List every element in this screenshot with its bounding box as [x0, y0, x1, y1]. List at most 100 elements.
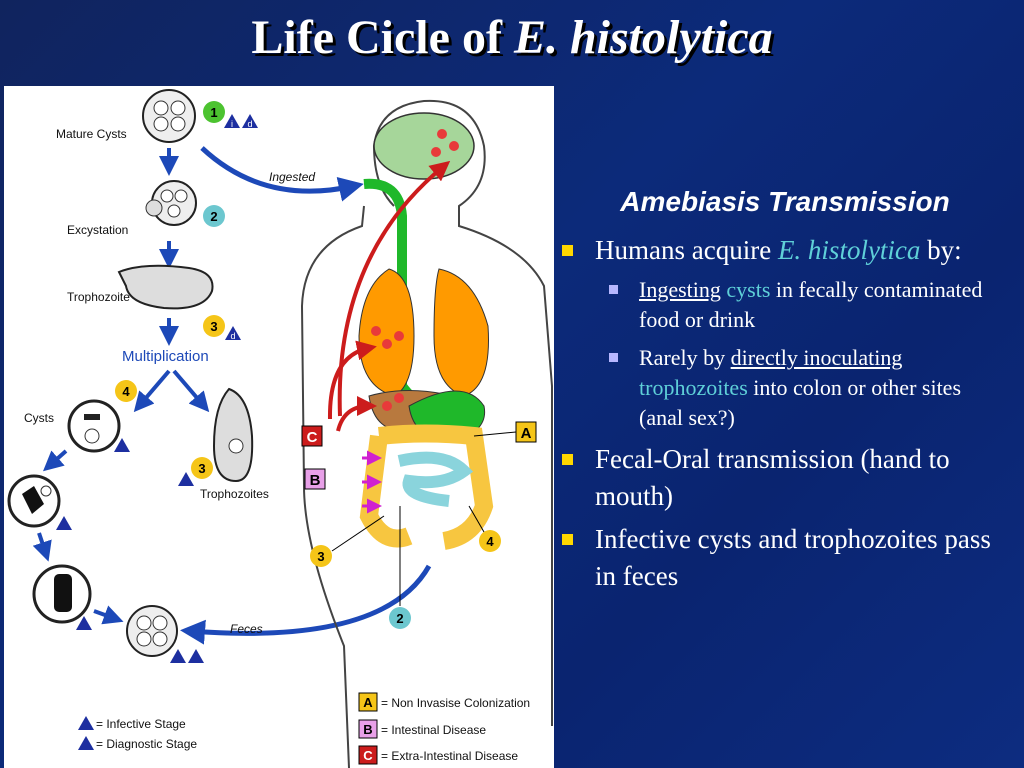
sub-bullet-inoculating: Rarely by directly inoculating trophozoi…	[595, 343, 1010, 433]
step-3-badge-mid: 3	[178, 457, 213, 486]
step-2-badge-body: 2	[389, 607, 411, 629]
bullet-humans-acquire: Humans acquire E. histolytica by: Ingest…	[560, 232, 1010, 433]
legend-C: C = Extra-Intestinal Disease	[358, 745, 518, 765]
legend-diagnostic-text: = Diagnostic Stage	[96, 737, 197, 751]
title-prefix: Life Cicle of	[251, 11, 514, 64]
lung-lesion-2	[382, 339, 392, 349]
bullet1-post: by:	[920, 235, 962, 265]
liver-lesion-1	[382, 401, 392, 411]
legend-infective: = Infective Stage	[78, 716, 186, 731]
bullet-infective-cysts: Infective cysts and trophozoites pass in…	[560, 521, 1010, 595]
life-cycle-svg: Mature Cysts 1 i d Ingested Excystation …	[7, 89, 553, 768]
label-mature-cysts: Mature Cysts	[56, 127, 127, 141]
legend-diagnostic: = Diagnostic Stage	[78, 736, 197, 751]
step-1-number: 1	[210, 105, 217, 120]
sub-bullet-list: Ingesting cysts in fecally contaminated …	[595, 275, 1010, 433]
step-1-badge: 1	[203, 101, 225, 123]
arrow-split-right	[172, 369, 210, 413]
liver-lesion-2	[394, 393, 404, 403]
legend-C-text: = Extra-Intestinal Disease	[381, 749, 518, 763]
legend-B-letter: B	[363, 722, 372, 737]
label-feces: Feces	[230, 622, 263, 636]
label-trophozoites: Trophozoites	[200, 487, 269, 501]
arrow-to-cyst2	[43, 449, 68, 472]
arrow-to-mature	[93, 605, 124, 625]
cyst2-diagnostic-icon	[56, 516, 72, 530]
step-3-badge-body: 3	[310, 545, 332, 567]
sub1-underlined: Ingesting	[639, 277, 721, 302]
step-2-number-body: 2	[396, 611, 403, 626]
step-4-number-body: 4	[486, 534, 494, 549]
bullet1-italic: E. histolytica	[777, 235, 921, 265]
life-cycle-diagram: Mature Cysts 1 i d Ingested Excystation …	[4, 86, 554, 768]
small-intestine	[397, 451, 474, 507]
slide-title: Life Cicle of E. histolytica	[0, 10, 1024, 65]
step-3-number-body: 3	[317, 549, 324, 564]
mature-cyst-bottom	[126, 605, 178, 657]
lung-lesion-1	[371, 326, 381, 336]
title-italic: E. histolytica	[513, 11, 773, 64]
step-3-leader	[331, 515, 385, 552]
box-B	[304, 468, 326, 490]
legend-A-text: = Non Invasise Colonization	[381, 696, 530, 710]
box-A-letter: A	[521, 425, 532, 442]
legend-B-text: = Intestinal Disease	[381, 723, 486, 737]
feces-arrow	[180, 564, 432, 645]
legend-infective-text: = Infective Stage	[96, 717, 186, 731]
box-C-letter: C	[307, 429, 318, 446]
step-4-badge-left: 4	[115, 380, 137, 402]
bullet-fecal-oral: Fecal-Oral transmission (hand to mouth)	[560, 441, 1010, 515]
box-A-leader	[473, 431, 517, 437]
step-4-badge-body: 4	[479, 530, 501, 552]
cyst-stage-2	[7, 474, 61, 528]
box-C	[301, 425, 323, 447]
step-2-badge: 2	[203, 205, 225, 227]
legend-C-letter: C	[363, 748, 373, 763]
arrow-split-left	[133, 369, 171, 413]
box-B-letter: B	[310, 472, 321, 489]
legend-A: A = Non Invasise Colonization	[358, 692, 530, 712]
diagnostic-icon: d	[247, 119, 252, 129]
bullet-list: Humans acquire E. histolytica by: Ingest…	[560, 232, 1010, 601]
sub2-pre: Rarely by	[639, 345, 731, 370]
arrow-to-liver	[336, 396, 377, 432]
lung-right	[433, 268, 489, 397]
excystation-cyst	[145, 180, 197, 226]
infective-icon: i	[231, 119, 233, 129]
brain-lesion-1	[437, 129, 447, 139]
step-3-number-mid: 3	[198, 461, 205, 476]
label-multiplication: Multiplication	[122, 348, 209, 365]
label-ingested: Ingested	[269, 170, 315, 184]
trophozoite-shape	[117, 264, 214, 310]
step-2-number: 2	[210, 209, 217, 224]
brain-lesion-2	[449, 141, 459, 151]
stage-icons-top: i d	[224, 114, 258, 129]
lung-lesion-3	[394, 331, 404, 341]
bullet1-pre: Humans acquire	[595, 235, 778, 265]
brain-lesion-3	[431, 147, 441, 157]
step-4-leader	[468, 505, 485, 533]
label-trophozoite: Trophozoite	[67, 290, 130, 304]
panel-heading: Amebiasis Transmission	[620, 186, 950, 217]
sub1-rest: in fecally contaminated food or drink	[639, 277, 983, 332]
sub2-highlight: trophozoites	[639, 375, 748, 400]
label-cysts: Cysts	[24, 411, 54, 425]
arrow-to-cyst3	[32, 532, 52, 562]
cyst-diagnostic-icon	[114, 438, 130, 452]
mature-infective-icon	[170, 649, 186, 663]
sub-bullet-ingesting: Ingesting cysts in fecally contaminated …	[595, 275, 1010, 335]
step-3-badge-top: 3 d	[203, 315, 241, 341]
arrow-to-brain	[337, 160, 451, 417]
arrow-to-lungs	[327, 340, 377, 420]
lung-left	[358, 268, 415, 397]
sub1-highlight: cysts	[726, 277, 771, 302]
cyst-stage-3	[32, 564, 92, 624]
step-3-number-top: 3	[210, 319, 217, 334]
legend-A-letter: A	[363, 695, 373, 710]
step-4-number-left: 4	[122, 384, 130, 399]
cyst3-diagnostic-icon	[76, 616, 92, 630]
sub2-underlined: directly inoculating	[730, 345, 903, 370]
label-excystation: Excystation	[67, 223, 128, 237]
diagnostic-icon-2: d	[230, 331, 235, 341]
immature-cyst	[67, 399, 121, 453]
